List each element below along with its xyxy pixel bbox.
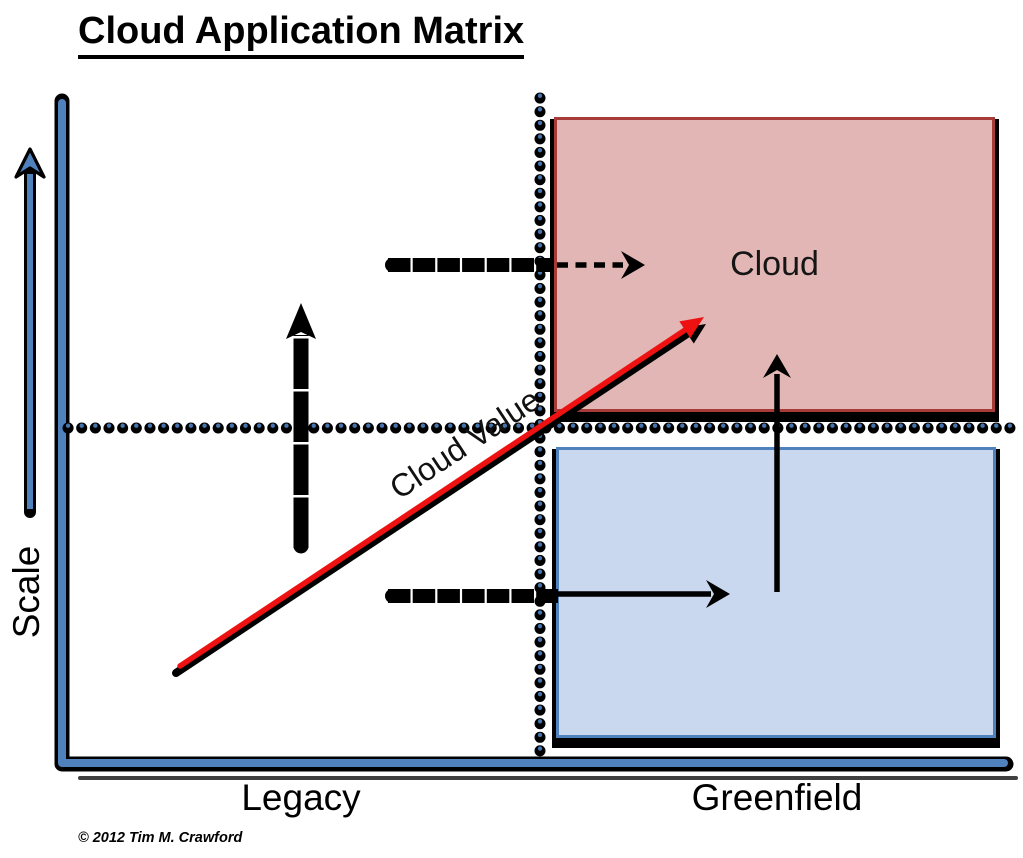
cloud-quadrant-label: Cloud (730, 245, 819, 283)
scale-increase-thick-arrow (286, 303, 316, 554)
y-axis-label: Scale (6, 545, 47, 639)
scale-up-arrow (14, 147, 46, 518)
bar-round-cap (293, 538, 309, 554)
page-title: Cloud Application Matrix (78, 10, 525, 59)
x-axis-greenfield-label: Greenfield (691, 777, 863, 818)
cloud-quadrant-box: Cloud (554, 117, 995, 412)
copyright-notice: © 2012 Tim M. Crawford (78, 830, 243, 846)
cloud-value-label: Cloud Value (383, 381, 547, 507)
scale-arrowhead-icon (14, 147, 46, 179)
bar-round-cap (385, 589, 399, 603)
thick-up-arrowhead-icon (286, 303, 316, 339)
greenfield-quadrant-box (556, 447, 996, 738)
bar-round-cap (385, 258, 399, 272)
x-axis-legacy-label: Legacy (241, 777, 361, 818)
